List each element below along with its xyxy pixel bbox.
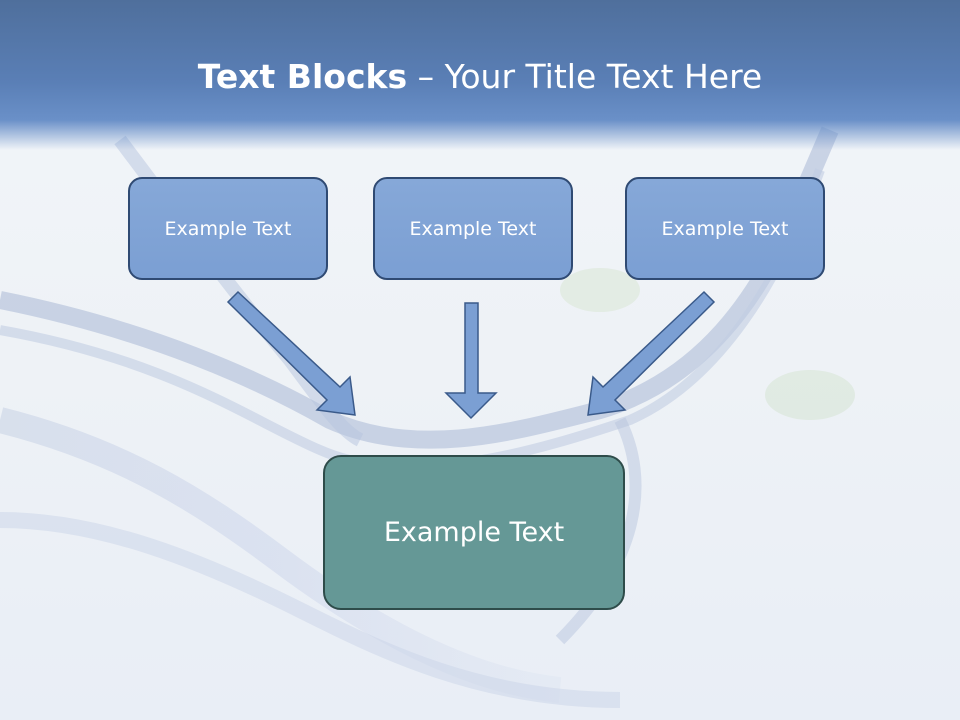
text-block-right[interactable]: Example Text	[625, 177, 825, 280]
text-block-center[interactable]: Example Text	[373, 177, 573, 280]
text-block-right-label: Example Text	[661, 217, 789, 240]
arrow-left-down-right	[226, 290, 356, 416]
arrow-center-down	[444, 302, 498, 420]
text-block-main-label: Example Text	[383, 517, 565, 548]
text-block-center-label: Example Text	[409, 217, 537, 240]
text-block-left[interactable]: Example Text	[128, 177, 328, 280]
text-block-main[interactable]: Example Text	[323, 455, 625, 610]
slide-title[interactable]: Text Blocks – Your Title Text Here	[0, 52, 960, 102]
title-bold-part: Text Blocks	[197, 57, 408, 96]
title-separator: –	[417, 57, 435, 96]
title-banner	[0, 0, 960, 150]
title-rest-part: Your Title Text Here	[444, 57, 763, 96]
arrow-right-down-left	[587, 290, 716, 416]
text-block-left-label: Example Text	[164, 217, 292, 240]
